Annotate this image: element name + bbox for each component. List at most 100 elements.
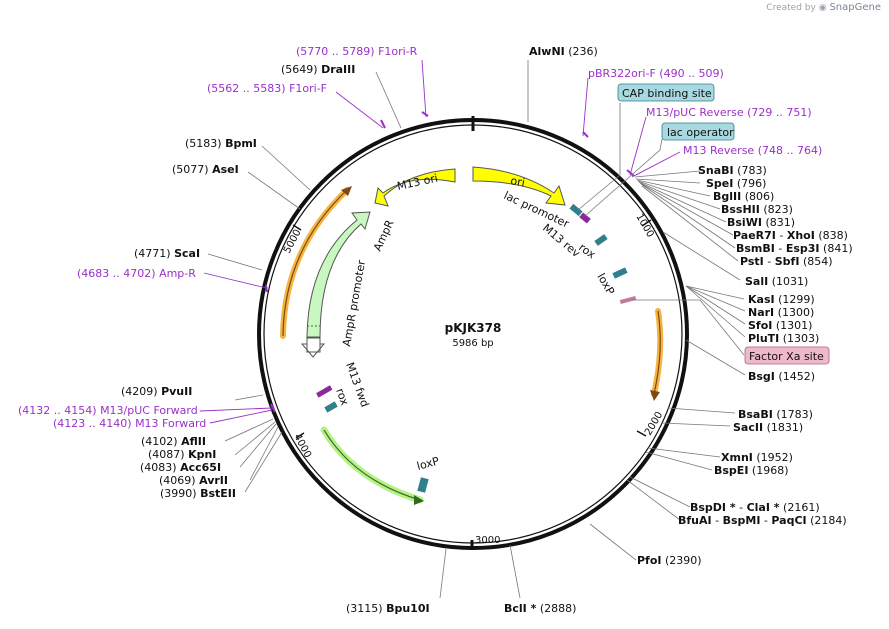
site-label-bsshii: BssHII (823) [721, 203, 793, 216]
primer-label-f1ori-f: (5562 .. 5583) F1ori-F [207, 82, 327, 95]
lac-operator-marker [579, 212, 591, 224]
connector-scai [207, 253, 263, 271]
connector-amp-r [203, 272, 267, 289]
site-label-paer7i-xhoi: PaeR7I - XhoI (838) [733, 229, 848, 242]
orange-arc-left-line [282, 189, 348, 337]
connector-bpmi [261, 145, 311, 191]
lac-promoter-marker [569, 203, 583, 217]
feature-label-ori: ori [509, 174, 525, 189]
site-label-bglii: BglII (806) [713, 190, 774, 203]
orange-arc-left-arrowhead [341, 186, 352, 196]
site-label-psti-sbfi: PstI - SbfI (854) [740, 255, 833, 268]
connector-draiii [375, 71, 402, 129]
connector-bsiwi [638, 181, 727, 223]
site-label-bsgi: BsgI (1452) [748, 370, 815, 383]
connector-f1ori-r [421, 59, 427, 118]
site-label-pvuii: (4209) PvuII [121, 385, 192, 398]
primer-mark-f1ori-f [380, 119, 386, 129]
connector-pluti [685, 285, 746, 338]
primer-label-m13puc-reverse: M13/pUC Reverse (729 .. 751) [646, 106, 812, 119]
site-label-xmni: XmnI (1952) [721, 451, 793, 464]
m13-fwd-marker [316, 385, 333, 398]
primer-label-f1ori-r: (5770 .. 5789) F1ori-R [296, 45, 418, 58]
plasmid-name: pKJK378 [445, 321, 502, 335]
site-label-bfuai-bspmi-paqci: BfuAI - BspMI - PaqCI (2184) [678, 514, 847, 527]
primer-label-m13-forward: (4123 .. 4140) M13 Forward [53, 417, 206, 430]
connector-bspdi [629, 476, 691, 508]
primer-mark-amp-r [265, 284, 268, 293]
connector-kpni [234, 421, 276, 456]
site-label-sali: SalI (1031) [745, 275, 808, 288]
site-label-bsabi: BsaBI (1783) [738, 408, 813, 421]
ori-arrow [472, 166, 566, 206]
connector-m13-forward [209, 409, 273, 424]
site-label-bpu10i: (3115) Bpu10I [346, 602, 430, 615]
primer-mark-m13puc-reverse [626, 169, 635, 177]
connector-bsabi [667, 407, 736, 414]
site-label-nari: NarI (1300) [748, 306, 814, 319]
connector-bfuai [626, 479, 681, 521]
credit-prefix: Created by [766, 3, 816, 13]
connector-asei [247, 171, 301, 210]
feature-label-loxp-2: loxP [415, 454, 441, 472]
site-label-sfoi: SfoI (1301) [748, 319, 812, 332]
factor-xa-site-box [744, 346, 830, 365]
connector-bsshii [637, 180, 721, 210]
primer-mark-f1ori-r [421, 111, 429, 117]
cap-binding-site-box [617, 83, 715, 102]
connector-factor-xa-site [632, 299, 745, 356]
feature-label-m13-ori: M13 ori [396, 172, 439, 193]
connector-pfoi [589, 523, 637, 561]
site-label-kasi: KasI (1299) [748, 293, 815, 306]
feature-label-rox-2: rox [333, 387, 351, 408]
connector-bglii [636, 179, 711, 197]
primer-label-amp-r: (4683 .. 4702) Amp-R [77, 267, 196, 280]
factor-xa-marker [619, 295, 637, 305]
site-label-snabi: SnaBI (783) [698, 164, 767, 177]
primer-label-m13-reverse: M13 Reverse (748 .. 764) [683, 144, 822, 157]
site-label-alwni: AlwNI (236) [529, 45, 598, 58]
orange-arc-right-arrowhead [650, 390, 660, 401]
lac-operator-box [661, 122, 735, 141]
site-label-aflii: (4102) AflII [141, 435, 206, 448]
primer-label-m13puc-forward: (4132 .. 4154) M13/pUC Forward [18, 404, 198, 417]
connector-m13puc-reverse [629, 116, 647, 176]
connector-acc65i [239, 423, 277, 468]
green-arc [320, 426, 424, 504]
connector-spei [635, 178, 701, 184]
green-arc-line [323, 429, 421, 501]
site-label-bsmbi-esp3i: BsmBI - Esp3I (841) [736, 242, 853, 255]
connector-paer7i [639, 182, 734, 236]
tick-5000 [292, 224, 302, 231]
credit-brand: SnapGene [829, 2, 881, 13]
connector-m13puc-forward [199, 407, 273, 412]
ampr-promoter-block [306, 337, 321, 353]
connector-psti [641, 185, 739, 262]
connector-sali [662, 231, 741, 281]
loxp2-marker [417, 477, 429, 493]
connector-m13-reverse [631, 151, 681, 178]
site-label-sacii: SacII (1831) [733, 421, 803, 434]
connector-bspei [645, 451, 713, 471]
cap-binding-site-label: CAP binding site [622, 87, 712, 100]
connector-cap-binding-site [577, 103, 621, 211]
tick-2000 [636, 430, 647, 437]
connector-avrii [249, 426, 279, 481]
primer-mark-m13-forward [270, 403, 276, 413]
ampr-arrow [306, 211, 371, 338]
ampr-promoter-arrowhead [300, 343, 326, 358]
site-label-asei: (5077) AseI [172, 163, 239, 176]
site-label-scai: (4771) ScaI [134, 247, 200, 260]
connector-aflii [224, 418, 274, 442]
rox1-marker [594, 234, 608, 246]
connector-kasi [685, 285, 745, 300]
site-label-spei: SpeI (796) [706, 177, 766, 190]
site-label-kpni: (4087) KpnI [148, 448, 216, 461]
connector-bcli [509, 544, 521, 599]
site-label-bpmi: (5183) BpmI [185, 137, 257, 150]
connector-snabi [634, 170, 701, 178]
factor-xa-site-label: Factor Xa site [749, 350, 824, 363]
m13-ori-arrow [374, 168, 456, 207]
